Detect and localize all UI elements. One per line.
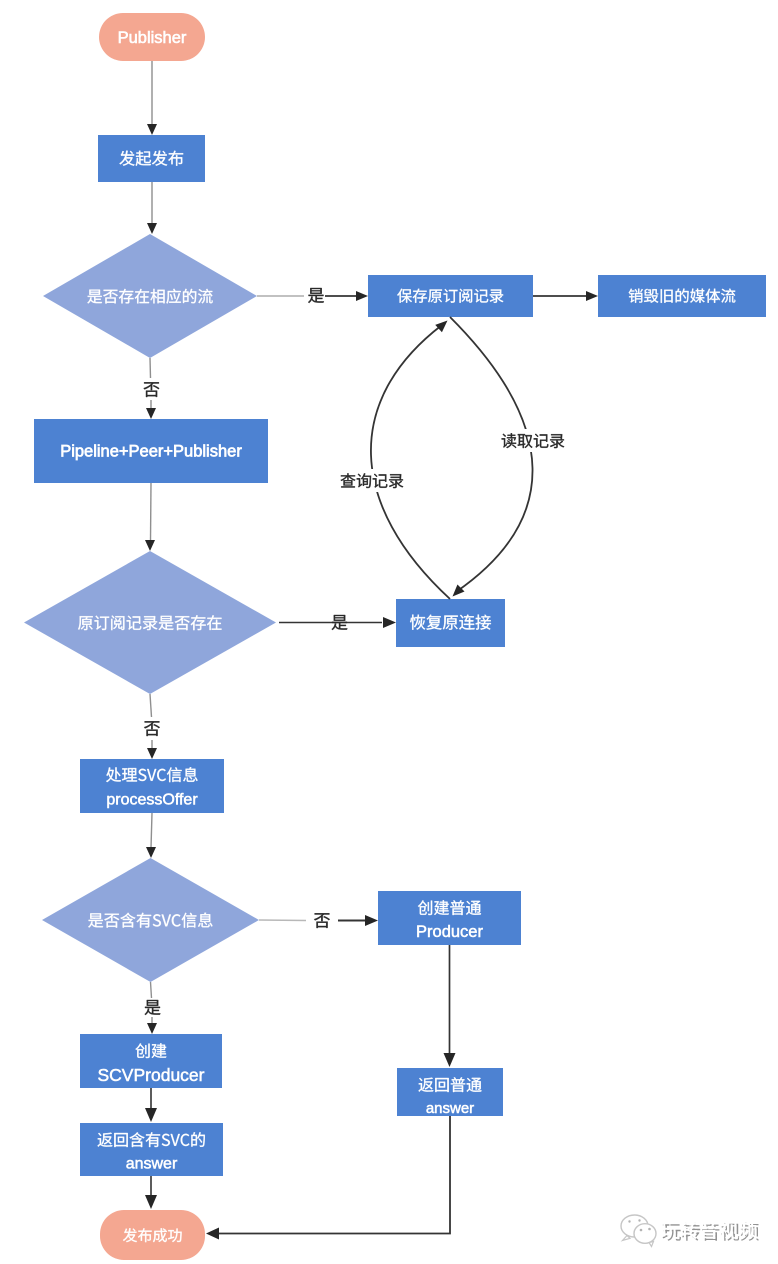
svg-text:SCVProducer: SCVProducer <box>98 1065 205 1085</box>
svg-text:Publisher: Publisher <box>118 29 187 47</box>
svg-text:answer: answer <box>426 1100 474 1117</box>
svg-text:Pipeline+Peer+Publisher: Pipeline+Peer+Publisher <box>60 443 242 461</box>
svg-text:Producer: Producer <box>416 923 483 941</box>
svg-text:processOffer: processOffer <box>106 792 198 809</box>
svg-text:answer: answer <box>126 1156 178 1173</box>
